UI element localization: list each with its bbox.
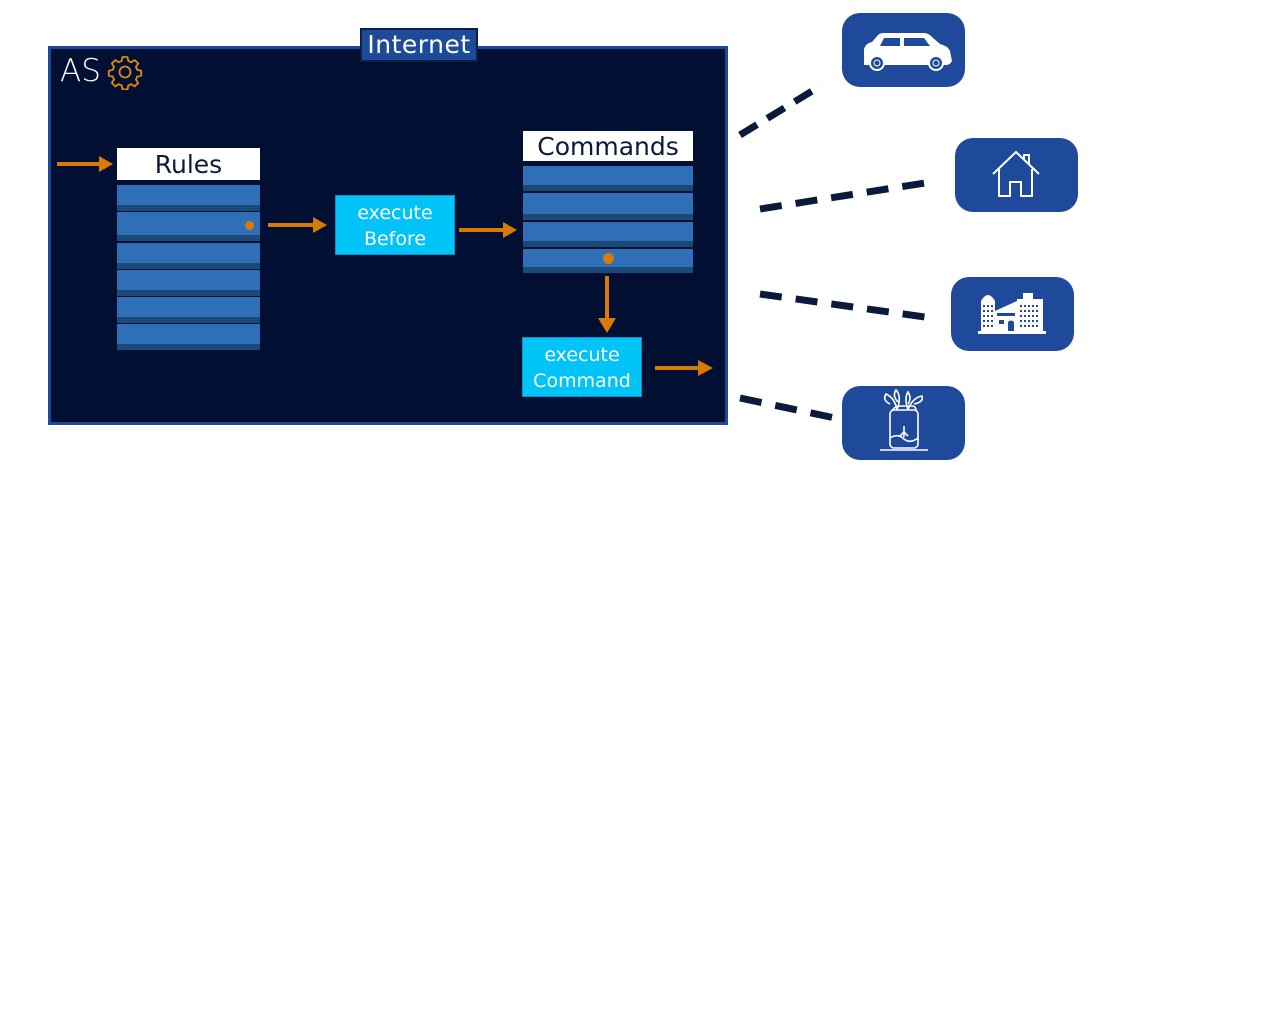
commands-header: Commands [523,131,693,161]
rules-row[interactable] [117,270,260,296]
dashed-link-home [759,179,926,213]
gear-icon [107,56,143,90]
execute-before-line2: Before [363,228,427,250]
commands-row[interactable] [523,166,693,191]
rules-header: Rules [117,148,260,180]
selected-rule-marker [245,221,254,230]
buildings-icon [978,293,1046,334]
dashed-link-plant [739,394,836,422]
rules-row[interactable] [117,243,260,269]
car-icon [864,33,952,71]
commands-row[interactable] [523,222,693,247]
device-home[interactable] [955,138,1078,212]
rules-row[interactable] [117,324,260,350]
rules-row[interactable] [117,297,260,323]
device-buildings[interactable] [951,277,1074,351]
rules-row[interactable] [117,212,260,241]
execute-before-box: execute Before [335,195,455,255]
rules-row[interactable] [117,185,260,211]
dashed-link-buildings [759,290,926,321]
execute-command-line2: Command [533,370,631,392]
as-label: AS [60,53,101,89]
execute-command-line1: execute [544,344,620,366]
device-car[interactable] [842,13,965,87]
execute-command-box: execute Command [522,337,642,397]
dashed-link-car [738,82,824,138]
selected-command-marker [603,253,614,264]
house-icon [992,150,1040,197]
device-plant[interactable] [842,386,965,460]
commands-row[interactable] [523,193,693,220]
internet-tab: Internet [360,28,478,62]
plant-pot-icon [880,388,928,451]
execute-before-line1: execute [357,202,433,224]
